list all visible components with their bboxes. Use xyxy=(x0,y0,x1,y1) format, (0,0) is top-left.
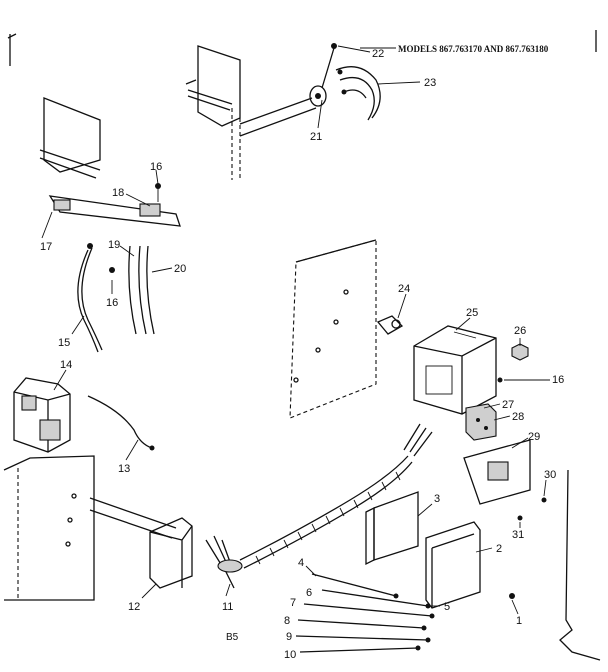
burner-cover xyxy=(425,521,481,609)
callout-16-left: 16 xyxy=(106,297,118,309)
valve-wire xyxy=(87,395,153,449)
center-back-panel xyxy=(289,239,377,419)
callout-9: 9 xyxy=(286,631,292,643)
callout-11: 11 xyxy=(222,601,233,613)
callout-12: 12 xyxy=(128,601,140,613)
callout-29: 29 xyxy=(528,431,540,443)
callout-18: 18 xyxy=(112,187,124,199)
callout-20: 20 xyxy=(174,263,186,275)
models-heading: MODELS 867.763170 AND 867.763180 xyxy=(398,44,549,54)
left-upper-bracket xyxy=(39,97,181,227)
callout-22: 22 xyxy=(372,48,384,60)
spark-electrode xyxy=(376,315,404,335)
callout-4: 4 xyxy=(298,557,304,569)
burner-assembly xyxy=(89,497,193,589)
switch-gasket xyxy=(463,439,531,505)
callout-10: 10 xyxy=(284,649,296,661)
page-code: B5 xyxy=(226,632,239,643)
callout-6: 6 xyxy=(306,587,312,599)
mounting-bracket xyxy=(365,491,419,566)
callout-16-right: 16 xyxy=(552,374,564,386)
rocker-switch xyxy=(465,403,497,441)
callout-13: 13 xyxy=(118,463,130,475)
callout-8: 8 xyxy=(284,615,290,627)
callout-26: 26 xyxy=(514,325,526,337)
callout-30: 30 xyxy=(544,469,556,481)
callout-1: 1 xyxy=(516,615,522,627)
callout-17: 17 xyxy=(40,241,52,253)
callout-14: 14 xyxy=(60,359,72,371)
callout-15: 15 xyxy=(58,337,70,349)
screw-31 xyxy=(517,515,523,521)
callout-24: 24 xyxy=(398,283,410,295)
flexible-conduit xyxy=(239,423,433,569)
callout-2: 2 xyxy=(496,543,502,555)
wire-terminal xyxy=(149,445,155,451)
callout-16-top: 16 xyxy=(150,161,162,173)
left-panel xyxy=(3,455,95,601)
callout-31: 31 xyxy=(512,529,524,541)
junction-box xyxy=(413,325,497,415)
callout-21: 21 xyxy=(310,131,322,143)
frame-mark-top-left xyxy=(7,33,17,66)
callout-27: 27 xyxy=(502,399,514,411)
callout-28: 28 xyxy=(512,411,524,423)
gas-valve xyxy=(13,377,71,453)
screw-1 xyxy=(509,593,515,599)
thermocouple-assembly xyxy=(321,43,381,121)
box-screw xyxy=(497,377,503,383)
hex-nut xyxy=(511,343,529,361)
callout-7: 7 xyxy=(290,597,296,609)
screw-30 xyxy=(541,497,547,503)
callout-19: 19 xyxy=(108,239,120,251)
callout-25: 25 xyxy=(466,307,478,319)
callout-numbers: 1 2 3 4 5 6 7 8 9 10 11 12 13 14 15 16 1… xyxy=(40,48,564,661)
wire-harness xyxy=(295,573,435,653)
right-edge-frame xyxy=(559,469,601,661)
pilot-tubing xyxy=(77,243,155,353)
callout-23: 23 xyxy=(424,77,436,89)
callout-leaders xyxy=(41,45,550,615)
callout-5: 5 xyxy=(444,601,450,613)
upper-mount-bracket xyxy=(185,45,327,180)
callout-3: 3 xyxy=(434,493,440,505)
pilot-assembly xyxy=(205,535,243,589)
